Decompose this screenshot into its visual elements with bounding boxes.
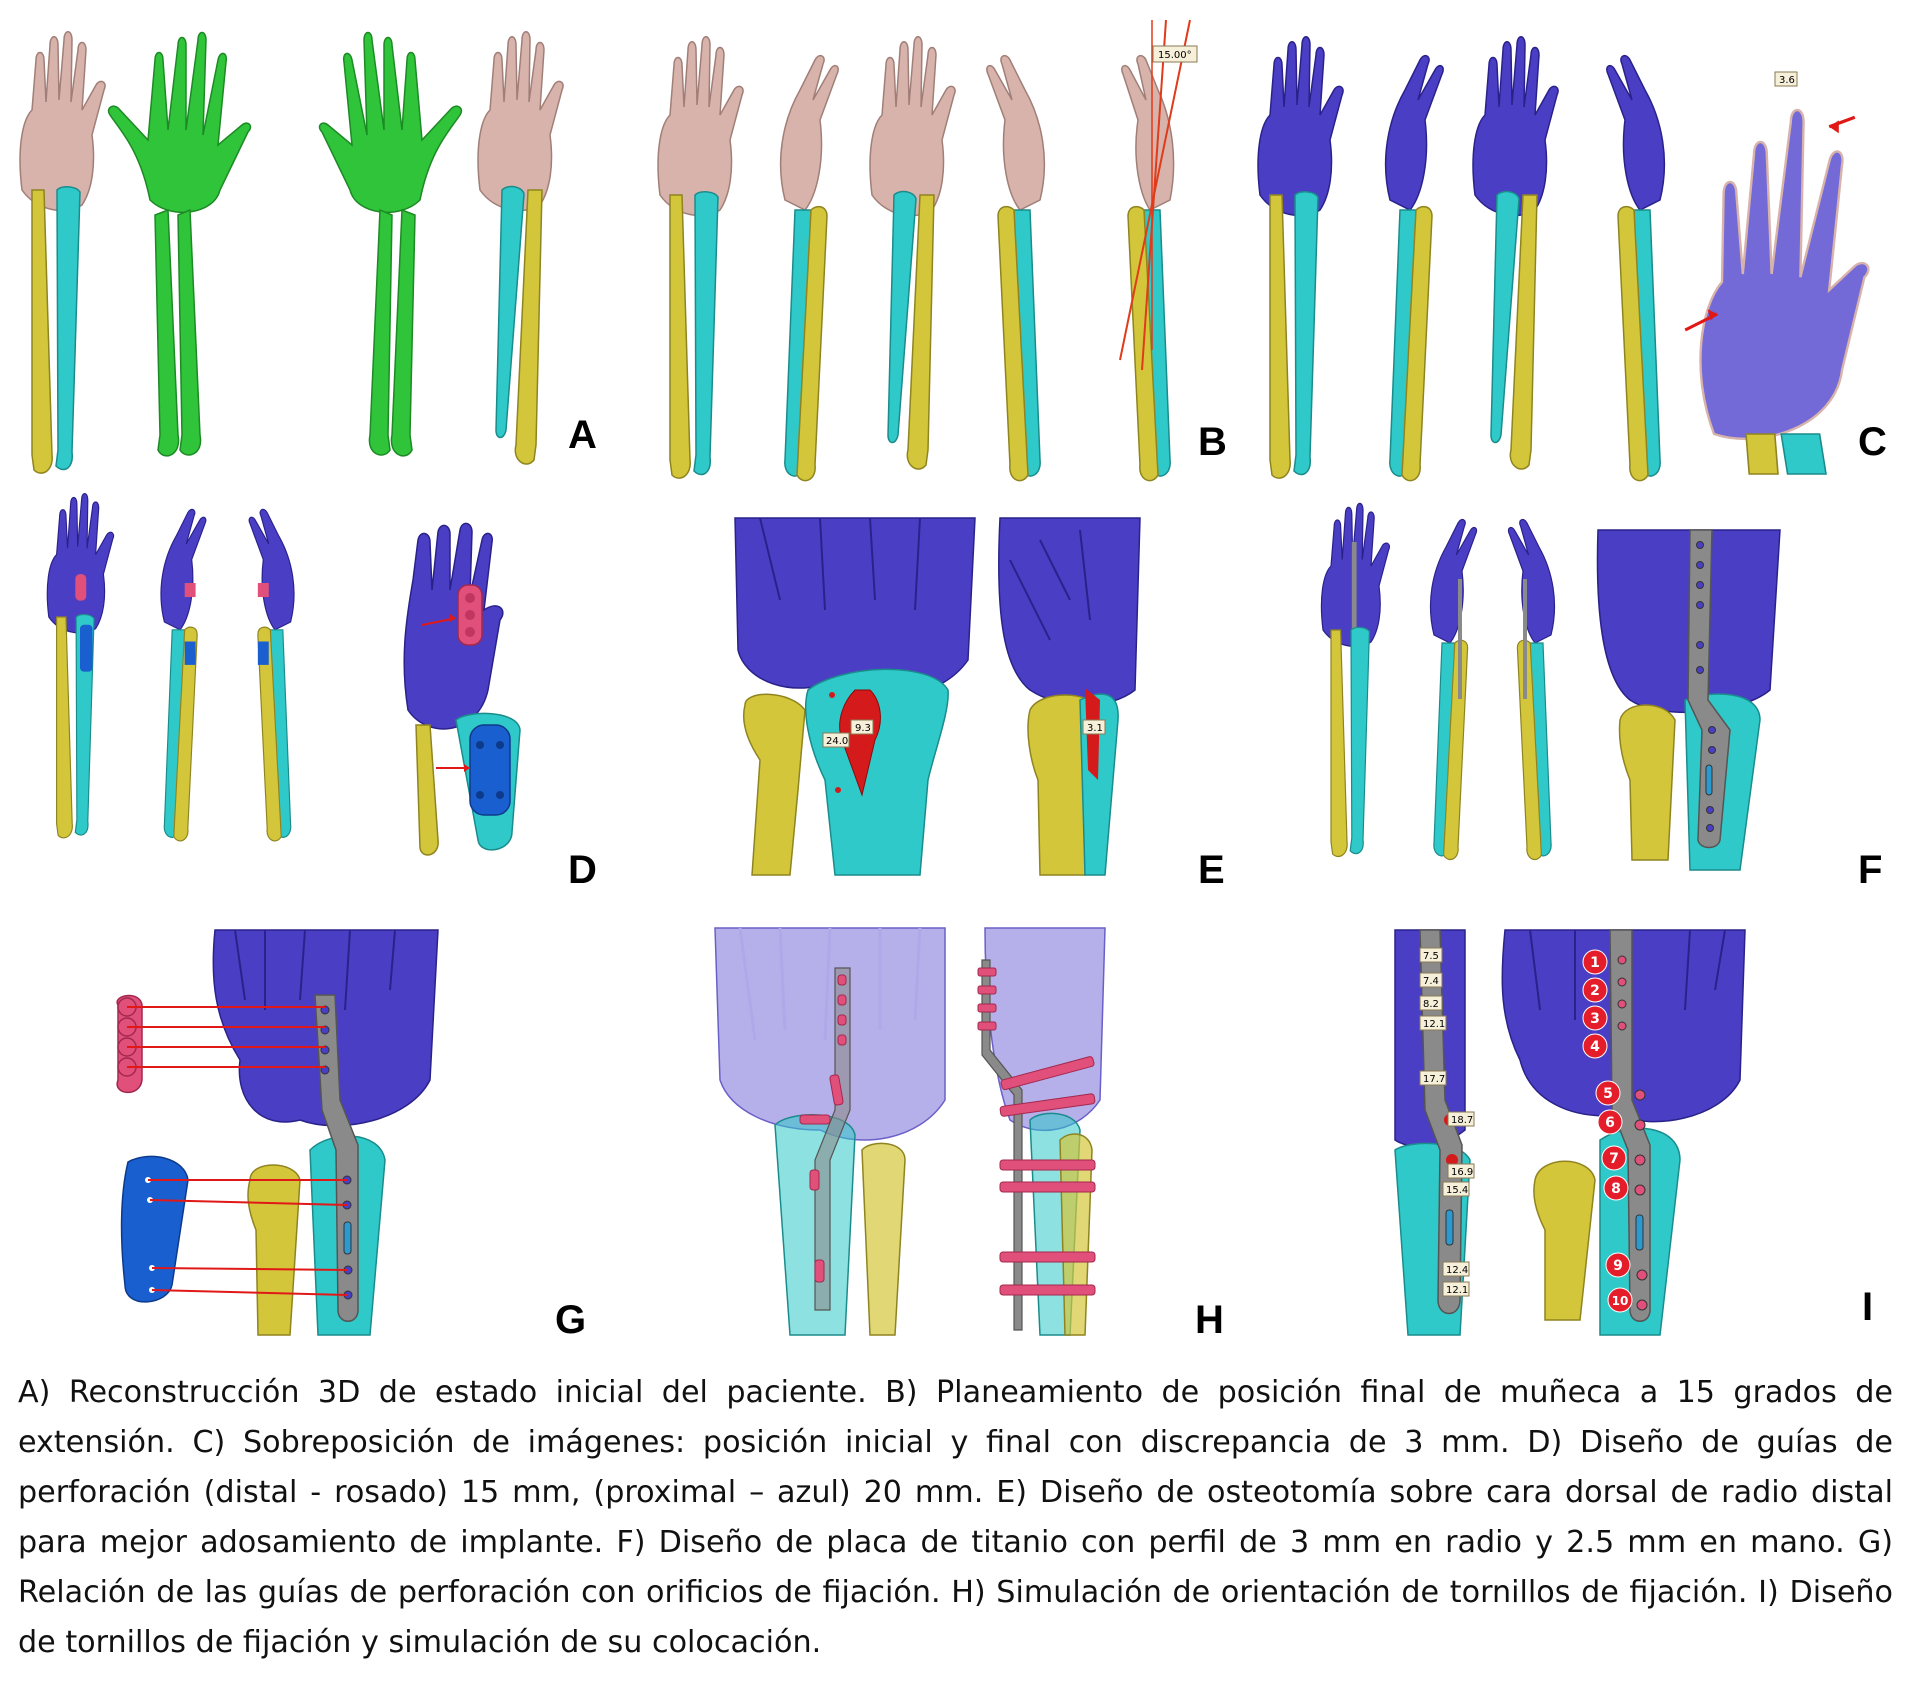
panel-letter-f: F (1858, 848, 1882, 892)
i-screw-number: 2 (1590, 983, 1600, 999)
panel-letter-c: C (1858, 420, 1887, 464)
panel-i-illustration (1394, 929, 1746, 1336)
panel-c-illustration (1257, 36, 1870, 482)
i-length-label: 7.4 (1423, 976, 1439, 987)
i-length-label: 12.1 (1423, 1019, 1445, 1030)
panel-letter-g: G (555, 1298, 586, 1340)
i-length-tags: 7.5 7.4 8.2 12.1 17.7 18.7 16.9 15.4 12.… (1419, 947, 1475, 1297)
figure-panels: A 15.00° (19, 19, 1887, 1340)
i-length-label: 8.2 (1423, 999, 1439, 1010)
panel-letter-e: E (1198, 848, 1225, 892)
proximal-guide (120, 1155, 189, 1303)
e-label-3: 3.1 (1087, 723, 1103, 734)
i-length-label: 12.1 (1446, 1285, 1468, 1296)
i-screw-number: 1 (1590, 955, 1600, 971)
i-screw-number: 4 (1590, 1039, 1600, 1055)
e-label-1: 24.0 (826, 736, 848, 747)
figure-caption: A) Reconstrucción 3D de estado inicial d… (18, 1375, 1893, 1660)
i-screw-number: 8 (1611, 1181, 1621, 1197)
i-screw-number: 9 (1613, 1258, 1623, 1274)
c-value-label: 3.6 (1779, 75, 1795, 86)
i-length-label: 18.7 (1451, 1115, 1473, 1126)
i-length-label: 17.7 (1423, 1074, 1445, 1085)
panel-letter-d: D (568, 848, 597, 892)
i-screw-number: 3 (1590, 1011, 1600, 1027)
i-screw-number: 6 (1605, 1115, 1615, 1131)
panel-h-illustration (714, 927, 1106, 1336)
panel-d-illustration (46, 492, 521, 856)
i-screw-number: 7 (1609, 1151, 1619, 1167)
i-length-label: 12.4 (1446, 1265, 1468, 1276)
panel-g-illustration (116, 929, 439, 1336)
i-screw-number: 5 (1603, 1086, 1613, 1102)
i-screw-numbers: 1 2 3 4 5 6 7 8 9 10 (1590, 955, 1628, 1308)
panel-letter-b: B (1198, 420, 1227, 464)
panel-b-illustration (657, 19, 1191, 482)
i-length-label: 15.4 (1446, 1185, 1468, 1196)
e-label-2: 9.3 (855, 723, 871, 734)
distal-guide (116, 994, 143, 1094)
b-angle-label: 15.00° (1158, 50, 1192, 61)
panel-a-illustration (19, 31, 564, 474)
panel-letter-a: A (568, 413, 597, 457)
panel-f-illustration (1320, 502, 1781, 871)
panel-letter-i: I (1862, 1285, 1873, 1329)
panel-e-illustration (734, 517, 1141, 876)
i-length-label: 7.5 (1423, 951, 1439, 962)
i-screw-number: 10 (1612, 1294, 1629, 1308)
i-length-label: 16.9 (1451, 1167, 1473, 1178)
panel-letter-h: H (1195, 1298, 1224, 1340)
